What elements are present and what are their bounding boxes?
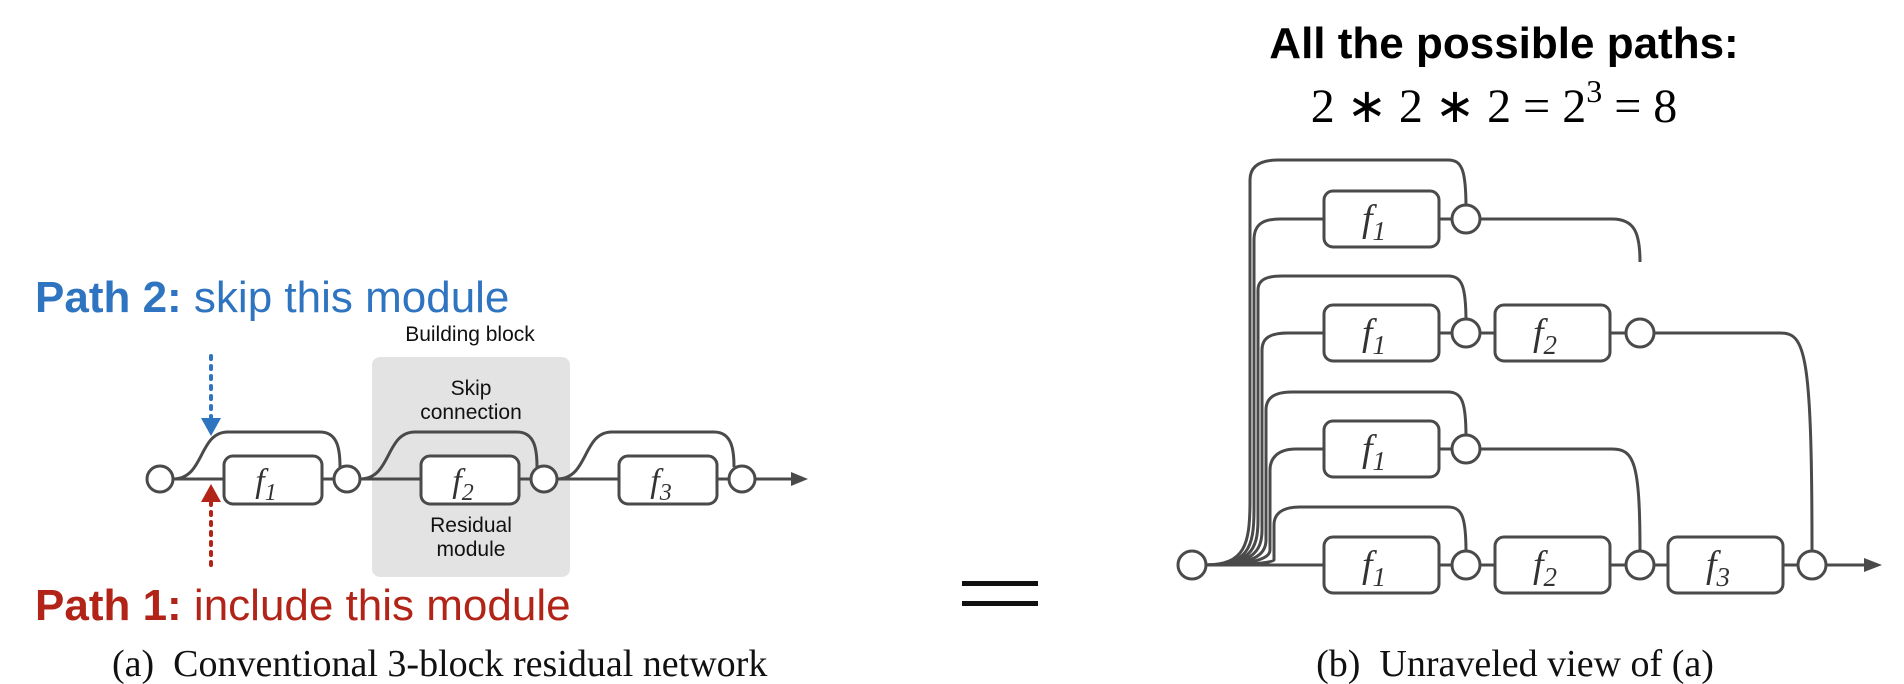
module-f2-sub: 2 <box>462 480 474 506</box>
path1-label: Path 1: include this module <box>35 581 571 630</box>
path2-label-bold: Path 2: <box>35 273 182 322</box>
unraveled-f3-row4 <box>1666 535 1785 595</box>
left-network-lines <box>172 430 795 481</box>
row2-to-sum <box>1653 331 1814 553</box>
formula-part1: 2 ∗ 2 ∗ 2 = 2 <box>1311 80 1587 133</box>
all-paths-title: All the possible paths: <box>1269 19 1738 68</box>
unraveled-f1-row3 <box>1322 419 1441 479</box>
skip-connection-1 <box>172 430 342 481</box>
skip-connection-3 <box>556 430 736 481</box>
module-f3: f3 <box>617 454 719 506</box>
module-f1-sub: 1 <box>265 480 277 506</box>
bundle-path-5 <box>1204 390 1468 567</box>
unraveled-node-r4a <box>1450 549 1482 581</box>
module-f3-box <box>617 454 719 506</box>
skip-connection-label-line2: connection <box>420 401 522 424</box>
unraveled-f1-row2 <box>1322 303 1441 363</box>
equals-bar-bottom <box>962 601 1038 606</box>
residual-module-label-line1: Residual <box>430 514 512 537</box>
unraveled-f1-row4-sub: 1 <box>1373 562 1387 592</box>
unraveled-node-r2b <box>1624 317 1656 349</box>
unraveled-node-r1 <box>1450 203 1482 235</box>
path2-label: Path 2: skip this module <box>35 273 509 322</box>
module-f2: f2 <box>419 454 521 506</box>
module-f1-box <box>222 454 324 506</box>
building-block-label: Building block <box>405 323 535 346</box>
row3-to-sum <box>1479 447 1642 553</box>
unraveled-f1-row2-sub: 1 <box>1373 330 1387 360</box>
path1-label-bold: Path 1: <box>35 581 182 630</box>
unraveled-f1-row4 <box>1322 535 1441 595</box>
path1-label-text: include this module <box>182 581 571 630</box>
unraveled-node-r2a <box>1450 317 1482 349</box>
input-node <box>145 464 175 494</box>
caption-b: (b) Unraveled view of (a) <box>1316 643 1714 684</box>
bundle-path-3 <box>1204 274 1468 567</box>
path2-arrowhead <box>201 418 221 436</box>
path1-arrowhead <box>201 484 221 502</box>
bundle-path-1 <box>1204 158 1468 567</box>
row1-to-sum <box>1479 217 1642 263</box>
formula-part2: = 8 <box>1602 80 1677 133</box>
unraveled-f1-row3-sub: 1 <box>1373 446 1387 476</box>
skip-connection-label-line1: Skip <box>451 377 492 400</box>
unraveled-f1-row1-sub: 1 <box>1373 216 1387 246</box>
right-panel: All the possible paths: 2 ∗ 2 ∗ 2 = 23 =… <box>1176 19 1882 684</box>
svg-text:f1: f1 <box>1362 198 1386 246</box>
unraveled-f2-row2-sub: 2 <box>1544 330 1558 360</box>
unraveled-f2-row4 <box>1493 535 1612 595</box>
unraveled-f3-row4-sub: 3 <box>1716 562 1731 592</box>
sum-node-2 <box>529 464 559 494</box>
unraveled-node-r4b <box>1624 549 1656 581</box>
unraveled-output-arrowhead <box>1864 558 1882 572</box>
skip-connection-2 <box>359 430 539 481</box>
unraveled-node-r3 <box>1450 433 1482 465</box>
sum-node-1 <box>332 464 362 494</box>
equals-sign <box>962 581 1038 606</box>
module-f3-sub: 3 <box>659 480 672 506</box>
unraveled-f1-row1 <box>1322 189 1441 249</box>
unraveled-network-lines <box>1204 158 1868 567</box>
path-count-formula: 2 ∗ 2 ∗ 2 = 23 = 8 <box>1311 73 1678 133</box>
unraveled-f2-row2 <box>1493 303 1612 363</box>
unraveled-node-r4c <box>1796 549 1828 581</box>
unraveled-input-node <box>1176 549 1208 581</box>
residual-module-label-line2: module <box>437 538 506 561</box>
equals-bar-top <box>962 581 1038 586</box>
caption-a: (a) Conventional 3-block residual networ… <box>112 643 767 684</box>
sum-node-3 <box>727 464 757 494</box>
unraveled-f2-row4-sub: 2 <box>1544 562 1558 592</box>
module-f1: f1 <box>222 454 324 506</box>
module-f2-box <box>419 454 521 506</box>
bundle-path-7 <box>1204 505 1468 567</box>
left-panel: Path 2: skip this module Building block … <box>35 273 808 684</box>
output-arrowhead <box>791 472 808 486</box>
formula-exponent: 3 <box>1586 73 1602 109</box>
path2-label-text: skip this module <box>182 273 510 322</box>
